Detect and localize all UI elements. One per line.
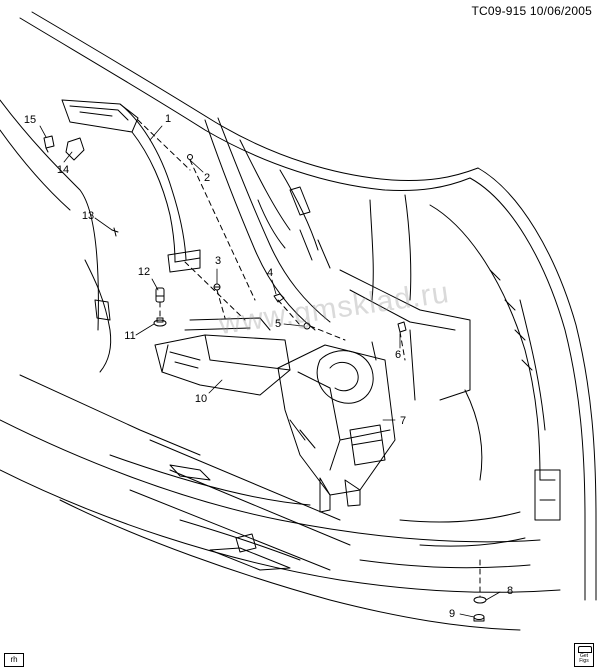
callout-7: 7	[399, 415, 407, 427]
screw-13	[111, 227, 119, 237]
clip-6	[397, 321, 407, 333]
callout-12: 12	[137, 266, 151, 278]
badge-cap	[578, 646, 592, 653]
callout-14: 14	[56, 164, 70, 176]
callout-3: 3	[214, 255, 222, 267]
callout-9: 9	[448, 608, 456, 620]
explode-lines	[137, 119, 481, 598]
corner-tag: rh	[4, 653, 24, 667]
cargo-floor	[0, 419, 561, 631]
callout-15: 15	[23, 114, 37, 126]
callout-10: 10	[194, 393, 208, 405]
callout-2: 2	[203, 172, 211, 184]
blower-module	[277, 341, 396, 513]
fastener-11	[153, 317, 167, 327]
clip-15	[43, 135, 55, 153]
callout-11: 11	[124, 330, 136, 342]
callout-8: 8	[506, 585, 514, 597]
fastener-12	[155, 287, 165, 303]
figure-badge-icon: Get Figs	[574, 643, 594, 667]
drawing-reference-id: TC09-915 10/06/2005	[471, 4, 592, 18]
screw-2	[187, 154, 193, 160]
wheelhouse	[339, 269, 483, 481]
inner-pillar	[204, 117, 331, 331]
callout-6: 6	[394, 349, 402, 361]
body-shell	[19, 11, 597, 601]
grommet-8	[473, 596, 487, 604]
bolt-9	[473, 614, 485, 622]
nut-4	[273, 293, 285, 303]
bolt-3	[213, 283, 221, 291]
upper-air-duct	[61, 99, 201, 273]
lower-air-duct	[154, 317, 291, 396]
callout-1: 1	[164, 113, 172, 125]
callout-13: 13	[81, 210, 95, 222]
leader-lines	[39, 125, 501, 618]
left-body-panel	[0, 99, 201, 456]
callout-5: 5	[274, 318, 282, 330]
clip-14	[65, 137, 85, 161]
callout-4: 4	[266, 267, 274, 279]
badge-text: Get Figs	[579, 653, 589, 664]
